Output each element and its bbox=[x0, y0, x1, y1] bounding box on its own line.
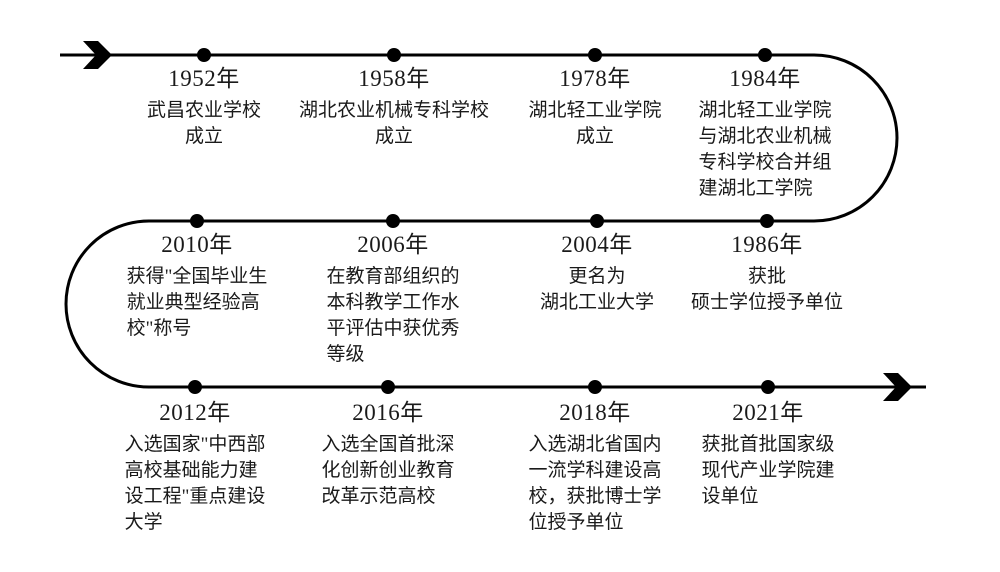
event-1984: 1984年 湖北轻工业学院 与湖北农业机械 专科学校合并组 建湖北工学院 bbox=[655, 64, 875, 202]
event-dot-2018 bbox=[588, 380, 602, 394]
event-description: 入选湖北省国内 一流学科建设高 校，获批博士学 位授予单位 bbox=[528, 434, 662, 533]
event-dot-1986 bbox=[760, 214, 774, 228]
event-year: 2021年 bbox=[732, 400, 804, 425]
event-year: 1958年 bbox=[358, 66, 430, 91]
event-year: 2012年 bbox=[159, 400, 231, 425]
event-description: 更名为 湖北工业大学 bbox=[539, 266, 654, 313]
event-description: 获批首批国家级 现代产业学院建 设单位 bbox=[701, 434, 835, 507]
end-arrow-icon bbox=[883, 373, 912, 401]
event-dot-1978 bbox=[588, 48, 602, 62]
timeline-path bbox=[60, 53, 926, 389]
event-description: 获得"全国毕业生 就业典型经验高 校"称号 bbox=[126, 266, 268, 339]
event-1978: 1978年 湖北轻工业学院 成立 bbox=[485, 64, 705, 150]
event-year: 2004年 bbox=[561, 232, 633, 257]
event-1958: 1958年 湖北农业机械专科学校 成立 bbox=[284, 64, 504, 150]
event-dot-2006 bbox=[386, 214, 400, 228]
event-year: 1984年 bbox=[729, 66, 801, 91]
event-year: 2016年 bbox=[352, 400, 424, 425]
event-dot-2016 bbox=[381, 380, 395, 394]
event-2016: 2016年 入选全国首批深 化创新创业教育 改革示范高校 bbox=[278, 398, 498, 510]
event-1986: 1986年 获批 硕士学位授予单位 bbox=[657, 230, 877, 316]
event-year: 2018年 bbox=[559, 400, 631, 425]
event-1952: 1952年 武昌农业学校 成立 bbox=[94, 64, 314, 150]
event-description: 在教育部组织的 本科教学工作水 平评估中获优秀 等级 bbox=[326, 266, 460, 365]
event-2018: 2018年 入选湖北省国内 一流学科建设高 校，获批博士学 位授予单位 bbox=[485, 398, 705, 536]
event-year: 1978年 bbox=[559, 66, 631, 91]
event-dot-1984 bbox=[758, 48, 772, 62]
event-description: 湖北轻工业学院 成立 bbox=[528, 100, 662, 147]
event-year: 1986年 bbox=[731, 232, 803, 257]
event-description: 湖北轻工业学院 与湖北农业机械 专科学校合并组 建湖北工学院 bbox=[698, 100, 832, 199]
event-year: 2006年 bbox=[357, 232, 429, 257]
event-dot-2010 bbox=[190, 214, 204, 228]
event-description: 武昌农业学校 成立 bbox=[146, 100, 261, 147]
event-dot-2012 bbox=[188, 380, 202, 394]
start-arrow-icon bbox=[83, 41, 112, 69]
event-2004: 2004年 更名为 湖北工业大学 bbox=[487, 230, 707, 316]
event-2021: 2021年 获批首批国家级 现代产业学院建 设单位 bbox=[658, 398, 878, 510]
event-description: 获批 硕士学位授予单位 bbox=[690, 266, 843, 313]
event-year: 1952年 bbox=[168, 66, 240, 91]
event-2012: 2012年 入选国家"中西部 高校基础能力建 设工程"重点建设 大学 bbox=[85, 398, 305, 536]
event-2010: 2010年 获得"全国毕业生 就业典型经验高 校"称号 bbox=[87, 230, 307, 342]
event-dot-1958 bbox=[387, 48, 401, 62]
event-2006: 2006年 在教育部组织的 本科教学工作水 平评估中获优秀 等级 bbox=[283, 230, 503, 368]
event-dot-1952 bbox=[197, 48, 211, 62]
event-description: 入选国家"中西部 高校基础能力建 设工程"重点建设 大学 bbox=[124, 434, 266, 533]
event-description: 入选全国首批深 化创新创业教育 改革示范高校 bbox=[321, 434, 455, 507]
event-year: 2010年 bbox=[161, 232, 233, 257]
event-dot-2021 bbox=[761, 380, 775, 394]
event-dot-2004 bbox=[590, 214, 604, 228]
event-description: 湖北农业机械专科学校 成立 bbox=[298, 100, 489, 147]
